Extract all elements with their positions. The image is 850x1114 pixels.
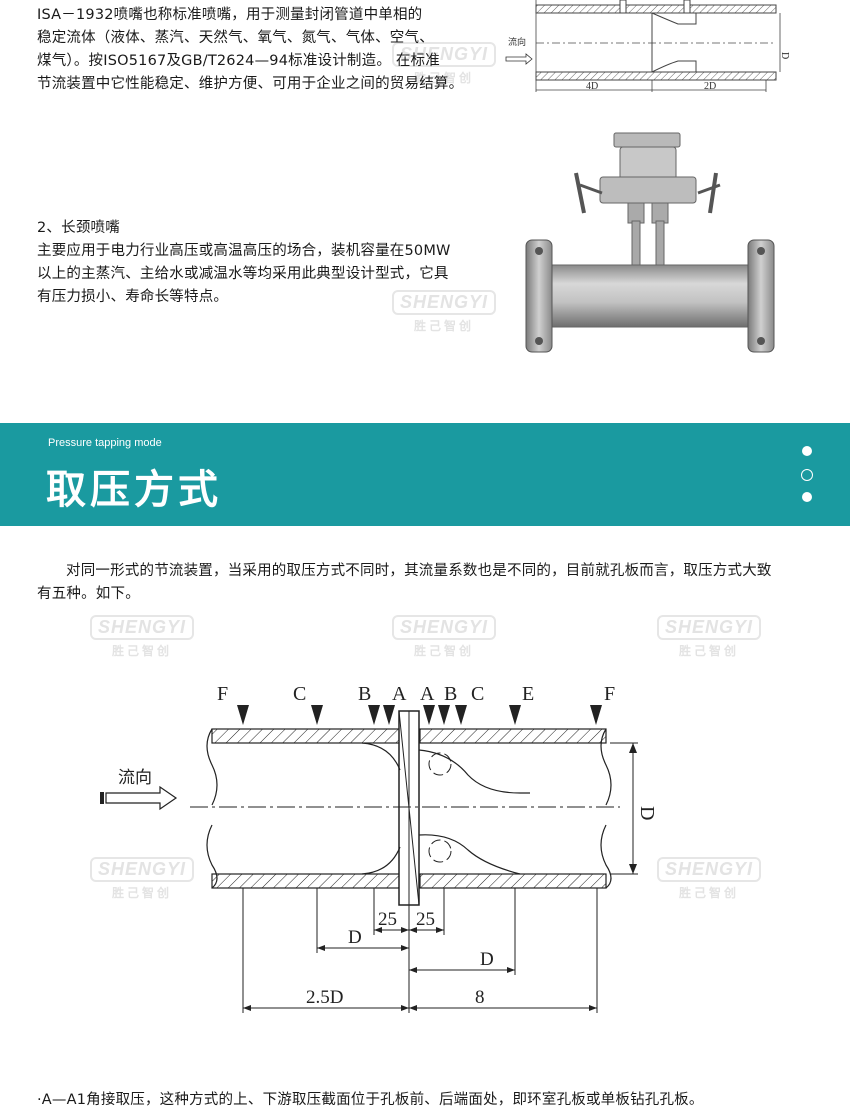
tap-label: E: [522, 683, 534, 705]
tap-label: A: [420, 683, 435, 705]
footnote: ·A—A1角接取压，这种方式的上、下游取压截面位于孔板前、后端面处，即环室孔板或…: [37, 1092, 704, 1108]
intro-line: 节流装置中它性能稳定、维护方便、可用于企业之间的贸易结算。: [37, 76, 464, 92]
flow-arrow-icon: [505, 53, 533, 65]
dim-25-right: 25: [416, 909, 435, 930]
banner-title: 取压方式: [46, 467, 222, 513]
tap-label: A: [392, 683, 407, 705]
flow-label: 流向: [508, 36, 526, 47]
tap-labels: F C B A A B C E F: [217, 683, 615, 705]
tap-label: B: [358, 683, 371, 705]
description-line: 有五种。如下。: [37, 586, 140, 602]
section2-heading: 2、长颈喷嘴: [37, 220, 120, 236]
section2-line: 以上的主蒸汽、主给水或减温水等均采用此典型设计型式，它具: [37, 266, 449, 282]
section2-line: 有压力损小、寿命长等特点。: [37, 289, 229, 305]
description-paragraph: 对同一形式的节流装置，当采用的取压方式不同时，其流量系数也是不同的，目前就孔板而…: [37, 560, 837, 606]
intro-line: 稳定流体（液体、蒸汽、天然气、氧气、氮气、气体、空气、: [37, 30, 434, 46]
dim-d: D: [779, 52, 790, 59]
flow-label: 流向: [118, 768, 152, 788]
tap-label: C: [293, 683, 306, 705]
tap-label: F: [217, 683, 228, 705]
tap-label: C: [471, 683, 484, 705]
tap-label: F: [604, 683, 615, 705]
tap-arrow-icons: [237, 705, 602, 725]
carousel-dot-icon[interactable]: [802, 492, 812, 502]
pressure-tapping-diagram: D 流向 F C B A A B C E F: [100, 683, 658, 1013]
section-banner: Pressure tapping mode 取压方式: [0, 423, 850, 526]
section2-line: 主要应用于电力行业高压或高温高压的场合，装机容量在50MW: [37, 243, 451, 259]
long-neck-nozzle-image: [525, 132, 775, 353]
dim-2-5d: 2.5D: [306, 987, 343, 1008]
dim-diameter: D: [636, 806, 658, 820]
flow-arrow-icon: [100, 785, 178, 811]
intro-line: ISA－1932喷嘴也称标准喷嘴，用于测量封闭管道中单相的: [37, 7, 423, 23]
nozzle-diagram: 流向 4D 2D D: [505, 0, 790, 92]
intro-line: 煤气）。按ISO5167及GB/T2624—94标准设计制造。 在标准: [37, 53, 440, 69]
dim-25-left: 25: [378, 909, 397, 930]
section2-paragraph: 2、长颈喷嘴 主要应用于电力行业高压或高温高压的场合，装机容量在50MW 以上的…: [37, 217, 507, 309]
dim-8: 8: [475, 987, 485, 1008]
dim-d-left: D: [348, 927, 362, 948]
dim-4d: 4D: [586, 81, 598, 92]
description-line: 对同一形式的节流装置，当采用的取压方式不同时，其流量系数也是不同的，目前就孔板而…: [66, 563, 772, 579]
tap-label: B: [444, 683, 457, 705]
carousel-dot-icon[interactable]: [801, 469, 813, 481]
dim-d-right: D: [480, 949, 494, 970]
dim-2d: 2D: [704, 81, 716, 92]
banner-subtitle: Pressure tapping mode: [48, 437, 162, 449]
carousel-dot-icon[interactable]: [802, 446, 812, 456]
intro-paragraph: ISA－1932喷嘴也称标准喷嘴，用于测量封闭管道中单相的 稳定流体（液体、蒸汽…: [37, 4, 497, 96]
